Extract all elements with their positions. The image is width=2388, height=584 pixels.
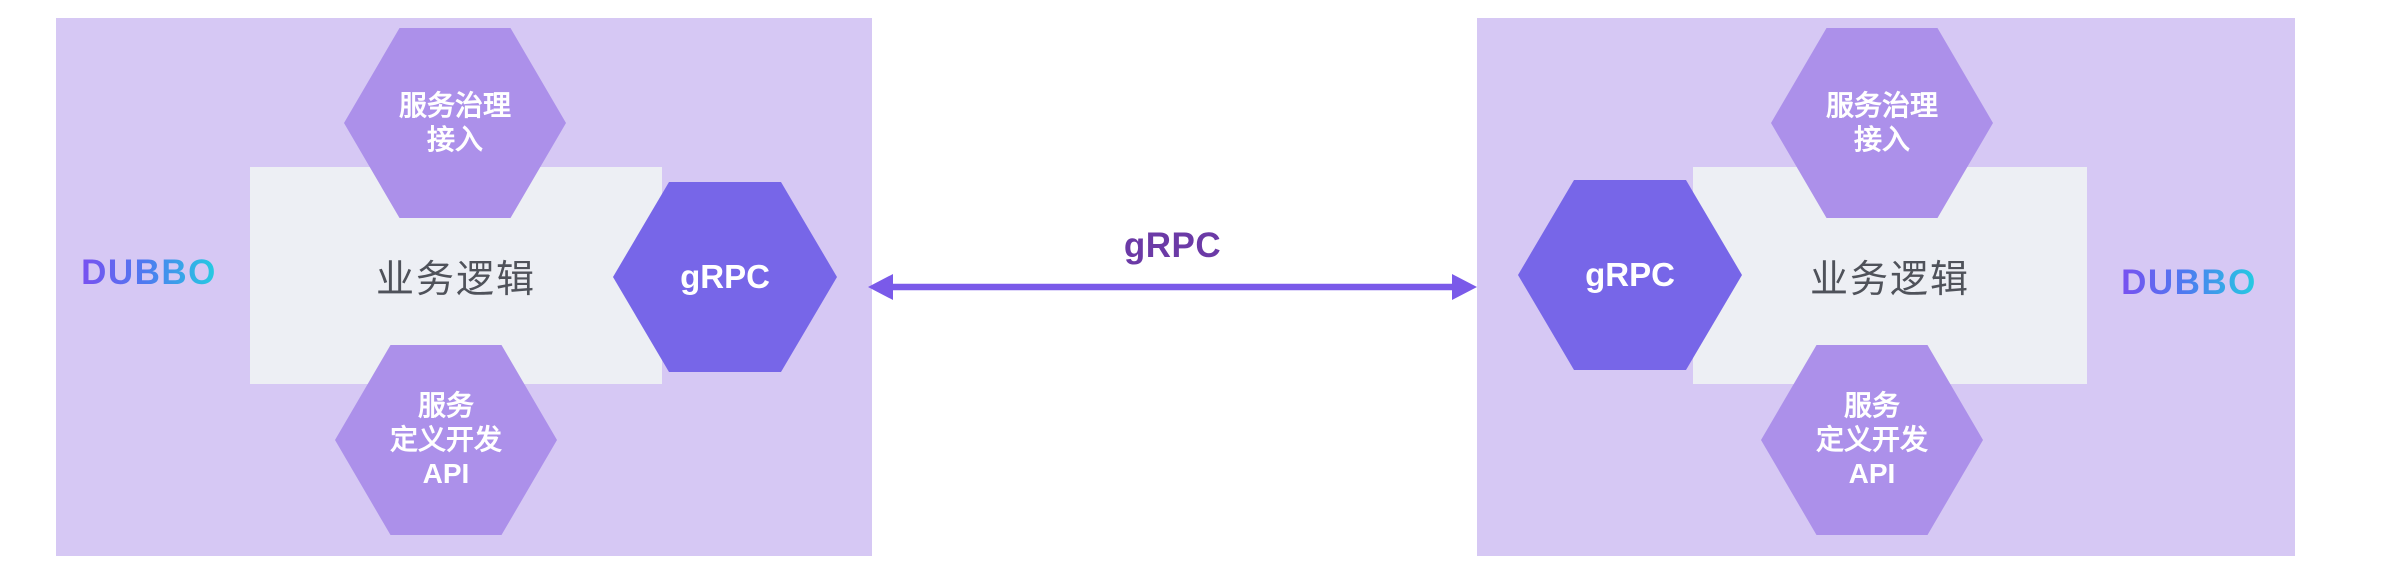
business-logic-label: 业务逻辑 <box>1809 259 1970 301</box>
hexagon-text-line: 服务治理 <box>398 90 511 121</box>
grpc-hexagon-label: gRPC <box>1585 256 1675 293</box>
hexagon-text-line: 定义开发 <box>1815 424 1928 455</box>
grpc-double-arrow-icon <box>868 274 1477 300</box>
grpc-link-label: gRPC <box>1123 226 1222 265</box>
dubbo-service-box-right: 业务逻辑 服务治理 接入 服务 定义开发 API gRPC DUBBO <box>1477 18 2295 556</box>
hexagon-text-line: 服务 <box>1843 390 1900 421</box>
hexagon-text-line: 接入 <box>1853 124 1910 155</box>
dubbo-logo: DUBBO <box>2114 262 2264 304</box>
service-governance-hexagon: 服务治理 接入 <box>1771 28 1993 218</box>
hexagon-text-line: 定义开发 <box>389 424 502 455</box>
hexagon-text-line: API <box>422 458 470 489</box>
hexagon-text-line: 服务 <box>417 390 474 421</box>
business-logic-label: 业务逻辑 <box>375 259 536 301</box>
dubbo-logo: DUBBO <box>74 252 224 294</box>
hexagon-text-line: 接入 <box>426 124 483 155</box>
hexagon-text-line: 服务治理 <box>1825 90 1938 121</box>
hexagon-text-line: API <box>1848 458 1896 489</box>
dubbo-service-box-left: 业务逻辑 服务治理 接入 服务 定义开发 API gRPC DUBBO <box>56 18 872 556</box>
service-governance-hexagon: 服务治理 接入 <box>344 28 566 218</box>
grpc-hexagon-label: gRPC <box>680 258 770 295</box>
grpc-protocol-hexagon: gRPC <box>1518 180 1742 370</box>
